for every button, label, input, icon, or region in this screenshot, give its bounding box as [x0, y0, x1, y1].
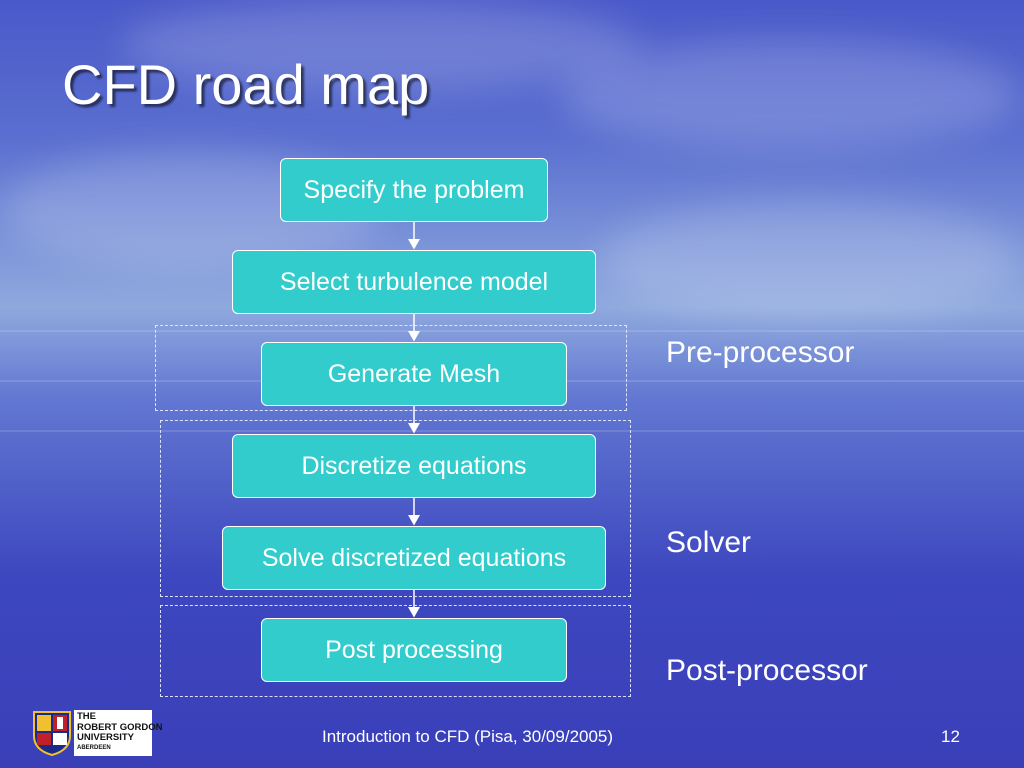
logo-line: ABERDEEN: [77, 744, 111, 751]
step-solve-discretized-equations: Solve discretized equations: [222, 526, 606, 590]
post-processor-label: Post-processor: [666, 654, 868, 687]
step-discretize-equations: Discretize equations: [232, 434, 596, 498]
step-post-processing: Post processing: [261, 618, 567, 682]
cloud-decoration: [600, 200, 1020, 320]
pre-processor-label: Pre-processor: [666, 336, 855, 369]
slide-title: CFD road map: [62, 53, 430, 116]
page-number: 12: [941, 727, 960, 746]
post-processor-group-box: [160, 605, 631, 697]
cloud-decoration: [120, 0, 640, 90]
pre-processor-group-box: [155, 325, 627, 411]
solver-group-box: [160, 420, 631, 597]
footer-text: Introduction to CFD (Pisa, 30/09/2005): [322, 727, 614, 746]
logo-line: ROBERT GORDON: [77, 721, 163, 733]
step-select-turbulence-model: Select turbulence model: [232, 250, 596, 314]
sea-glint: [0, 430, 1024, 432]
logo-line: THE: [77, 711, 96, 722]
university-crest-icon: [33, 711, 71, 756]
step-generate-mesh: Generate Mesh: [261, 342, 567, 406]
solver-label: Solver: [666, 526, 752, 559]
cloud-decoration: [560, 40, 1020, 150]
sea-glint: [0, 330, 1024, 332]
university-logo: THE ROBERT GORDON UNIVERSITY ABERDEEN: [32, 710, 163, 756]
step-specify-problem: Specify the problem: [280, 158, 548, 222]
logo-line: UNIVERSITY: [77, 732, 135, 743]
university-name: THE ROBERT GORDON UNIVERSITY ABERDEEN: [74, 710, 163, 756]
